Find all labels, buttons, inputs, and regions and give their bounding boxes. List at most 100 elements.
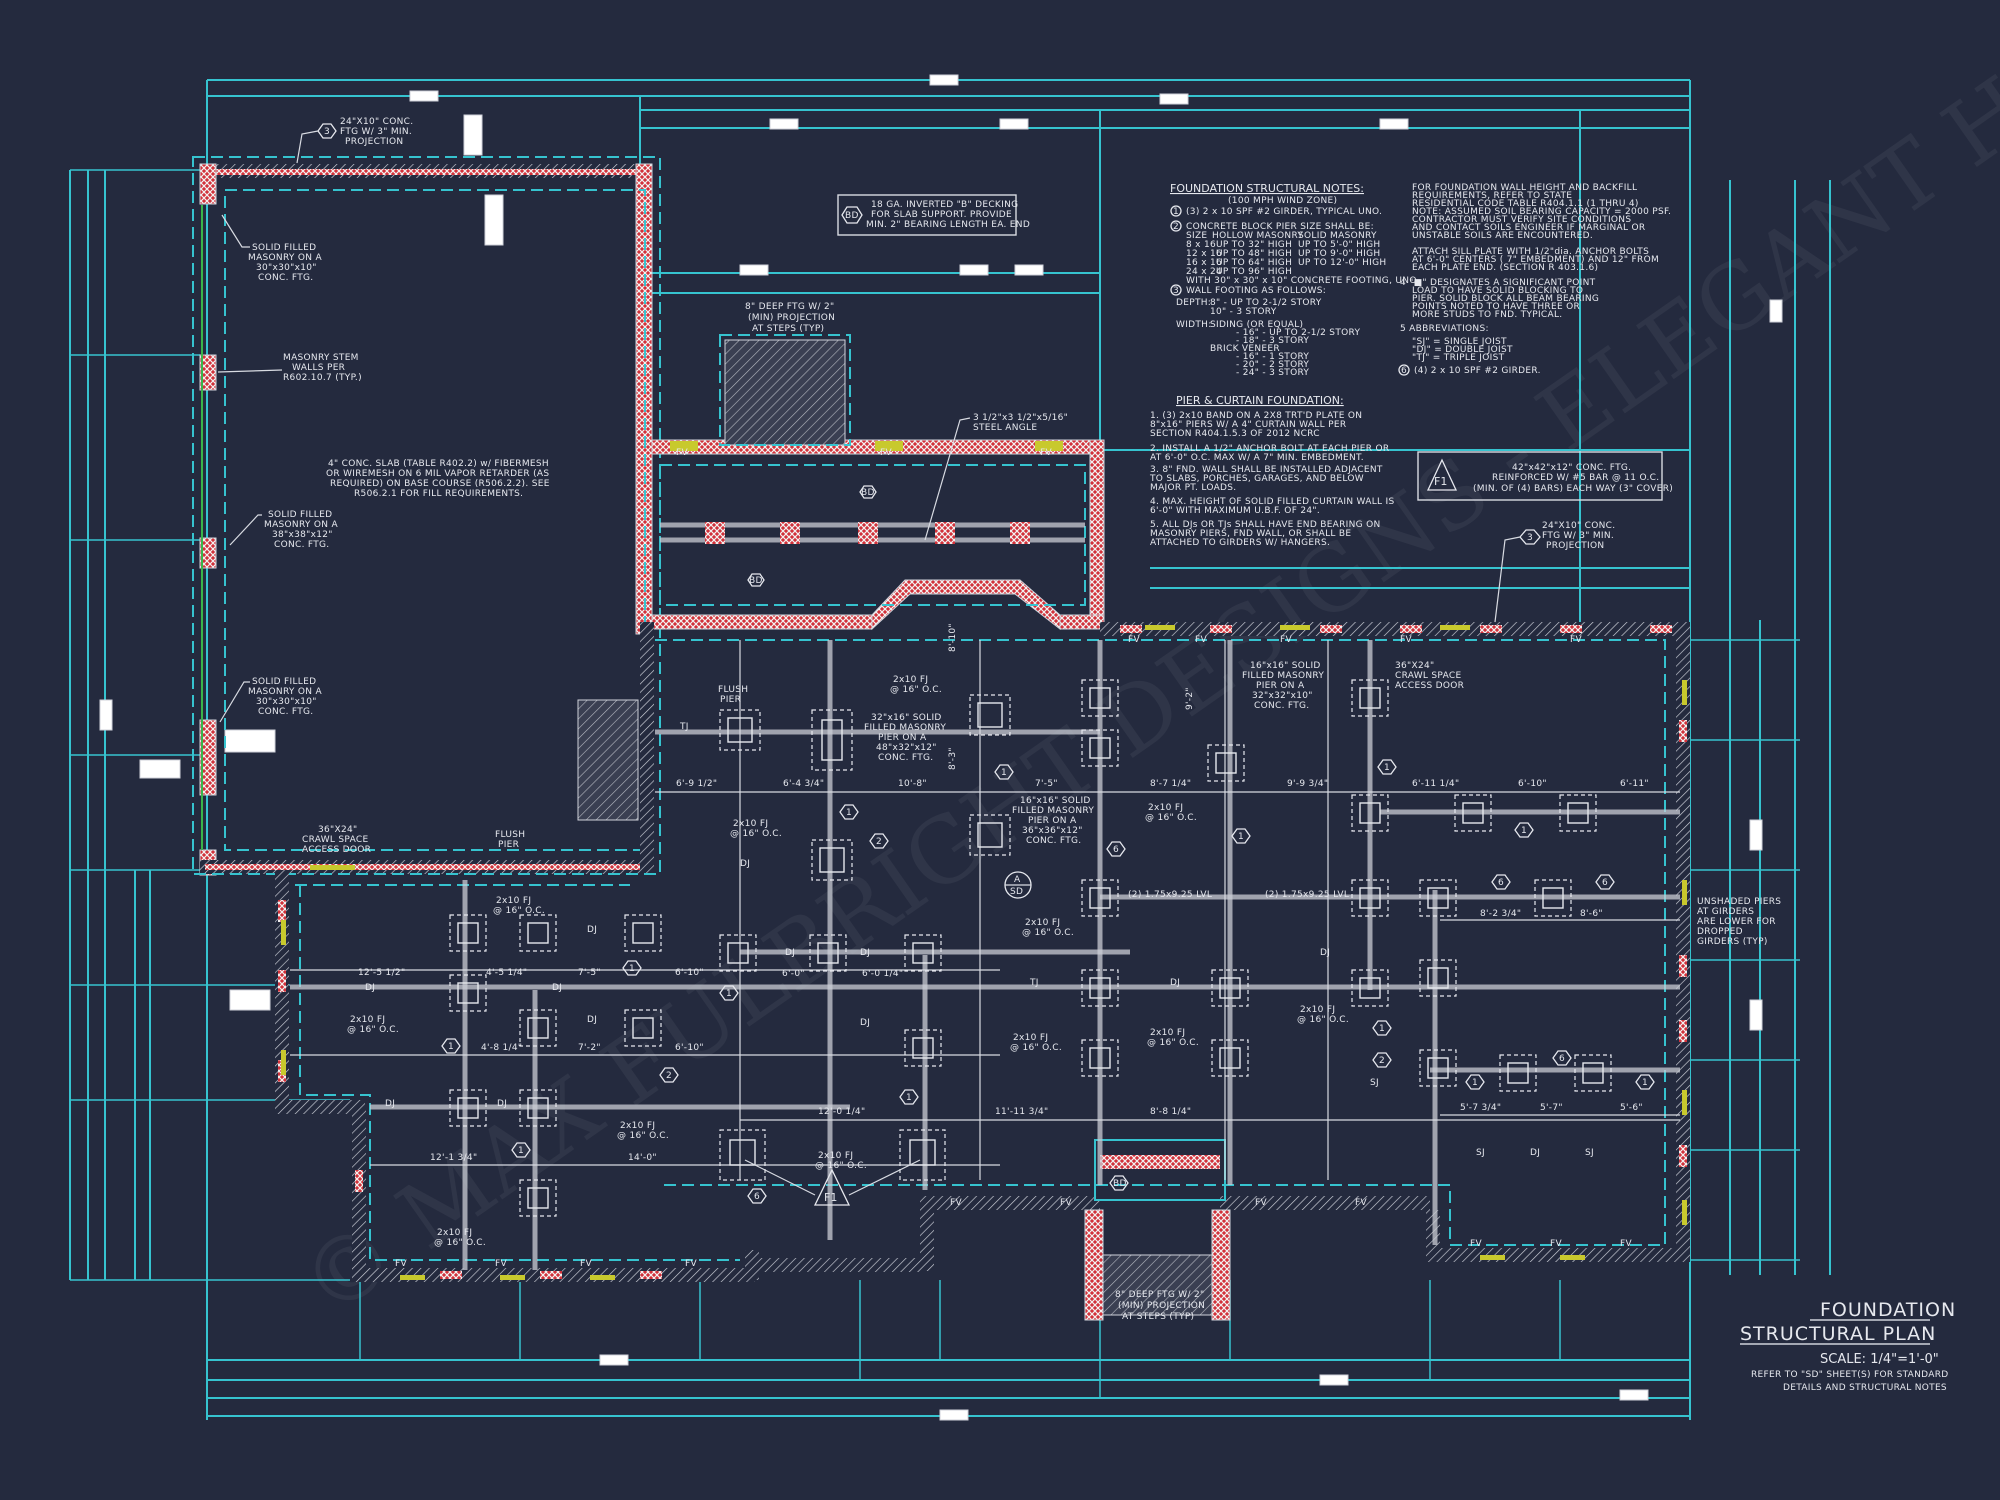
svg-text:ARE LOWER FOR: ARE LOWER FOR: [1697, 917, 1776, 927]
svg-text:5 ABBREVIATIONS:: 5 ABBREVIATIONS:: [1400, 324, 1489, 334]
svg-text:F1: F1: [824, 1191, 837, 1204]
svg-text:SOLID FILLED: SOLID FILLED: [268, 510, 332, 520]
svg-text:UP TO 12'-0" HIGH: UP TO 12'-0" HIGH: [1298, 258, 1386, 268]
svg-text:SOLID FILLED: SOLID FILLED: [252, 243, 316, 253]
svg-text:1: 1: [906, 1093, 912, 1103]
svg-text:FOR FOUNDATION WALL HEIGHT AND: FOR FOUNDATION WALL HEIGHT AND BACKFILL: [1412, 183, 1637, 193]
svg-text:(MIN) PROJECTION: (MIN) PROJECTION: [1118, 1301, 1205, 1311]
svg-text:@ 16" O.C.: @ 16" O.C.: [1147, 1038, 1199, 1048]
svg-text:@ 16" O.C.: @ 16" O.C.: [434, 1238, 486, 1248]
svg-text:SJ: SJ: [1476, 1148, 1485, 1158]
svg-text:6: 6: [754, 1192, 760, 1202]
svg-text:PIER & CURTAIN FOUNDATION:: PIER & CURTAIN FOUNDATION:: [1176, 394, 1344, 407]
svg-text:8'-8 1/4": 8'-8 1/4": [1150, 1107, 1191, 1117]
svg-text:CONC. FTG.: CONC. FTG.: [258, 707, 313, 717]
svg-text:36"X24": 36"X24": [1395, 661, 1434, 671]
svg-text:ATTACH SILL PLATE WITH 1/2"dia: ATTACH SILL PLATE WITH 1/2"dia. ANCHOR B…: [1412, 247, 1649, 257]
svg-text:6'-0 1/4": 6'-0 1/4": [862, 969, 903, 979]
svg-text:"SJ" = SINGLE JOIST: "SJ" = SINGLE JOIST: [1412, 337, 1507, 347]
svg-text:1: 1: [846, 808, 852, 818]
dimension-lines-right: [1690, 180, 1831, 1275]
svg-text:1: 1: [629, 964, 635, 974]
svg-text:FV: FV: [676, 448, 688, 458]
svg-text:@ 16" O.C.: @ 16" O.C.: [890, 685, 942, 695]
svg-text:REQUIREMENTS, REFER TO STATE: REQUIREMENTS, REFER TO STATE: [1412, 191, 1572, 201]
svg-text:4'-5 1/4": 4'-5 1/4": [486, 968, 527, 978]
svg-text:PIER ON A: PIER ON A: [1028, 816, 1077, 826]
svg-text:OR WIREMESH ON 6 MIL VAPOR RET: OR WIREMESH ON 6 MIL VAPOR RETARDER (AS: [326, 469, 549, 479]
svg-text:38"x38"x12": 38"x38"x12": [272, 530, 333, 540]
bd-decking-callout: BD 18 GA. INVERTED "B" DECKING FOR SLAB …: [837, 194, 1030, 236]
svg-text:24"X10" CONC.: 24"X10" CONC.: [1542, 521, 1615, 531]
interior-dimension-text: 6'-9 1/2" 6'-4 3/4" 10'-8" 7'-5" 8'-7 1/…: [358, 623, 1649, 1163]
svg-text:PIER: PIER: [720, 695, 741, 705]
svg-text:SJ: SJ: [1370, 1078, 1379, 1088]
svg-text:6: 6: [1401, 366, 1407, 376]
svg-text:1. (3) 2x10 BAND ON A 2X8 TRT: 1. (3) 2x10 BAND ON A 2X8 TRT'D PLATE ON: [1150, 411, 1362, 421]
svg-text:@ 16" O.C.: @ 16" O.C.: [493, 906, 545, 916]
svg-text:2: 2: [666, 1071, 672, 1081]
svg-text:CONC. FTG.: CONC. FTG.: [1254, 701, 1309, 711]
svg-text:DJ: DJ: [497, 1099, 507, 1109]
svg-text:8" DEEP FTG W/ 2": 8" DEEP FTG W/ 2": [1115, 1290, 1204, 1300]
svg-text:6'-11": 6'-11": [1620, 779, 1649, 789]
svg-text:FV: FV: [495, 1259, 507, 1269]
svg-text:6'-4 3/4": 6'-4 3/4": [783, 779, 824, 789]
svg-text:3 1/2"x3 1/2"x5/16": 3 1/2"x3 1/2"x5/16": [973, 413, 1068, 423]
svg-text:5'-7": 5'-7": [1540, 1103, 1563, 1113]
svg-text:6'-0": 6'-0": [782, 969, 805, 979]
svg-text:PIER ON A: PIER ON A: [1256, 681, 1305, 691]
svg-text:CRAWL SPACE: CRAWL SPACE: [1395, 671, 1461, 681]
svg-text:2x10 FJ: 2x10 FJ: [893, 675, 928, 685]
svg-text:1: 1: [1472, 1078, 1478, 1088]
svg-text:6'-11 1/4": 6'-11 1/4": [1412, 779, 1459, 789]
svg-text:FV: FV: [1128, 635, 1140, 645]
svg-text:2x10 FJ: 2x10 FJ: [818, 1151, 853, 1161]
svg-text:2x10 FJ: 2x10 FJ: [1150, 1028, 1185, 1038]
svg-text:6: 6: [1498, 878, 1504, 888]
porch-callouts: 8" DEEP FTG W/ 2" (MIN) PROJECTION AT ST…: [745, 302, 1068, 587]
svg-text:FV: FV: [1470, 1239, 1482, 1249]
svg-text:1: 1: [1173, 207, 1179, 217]
svg-text:DJ: DJ: [587, 925, 597, 935]
svg-text:MASONRY STEM: MASONRY STEM: [283, 353, 359, 363]
svg-text:4 "■" DESIGNATES A SIGNIFICAN: 4 "■" DESIGNATES A SIGNIFICANT POINT: [1400, 278, 1596, 288]
svg-text:R602.10.7 (TYP.): R602.10.7 (TYP.): [283, 373, 362, 383]
svg-text:FV: FV: [1280, 635, 1292, 645]
svg-text:- 18" - 3 STORY: - 18" - 3 STORY: [1236, 336, 1309, 346]
svg-text:32"x16" SOLID: 32"x16" SOLID: [871, 713, 942, 723]
svg-text:FILLED MASONRY: FILLED MASONRY: [1242, 671, 1324, 681]
svg-text:UP TO 32" HIGH: UP TO 32" HIGH: [1216, 240, 1292, 250]
svg-text:ATTACHED TO GIRDERS W/ HANGERS: ATTACHED TO GIRDERS W/ HANGERS.: [1150, 538, 1330, 548]
svg-text:7'-2": 7'-2": [578, 1043, 601, 1053]
svg-text:UP TO 5'-0" HIGH: UP TO 5'-0" HIGH: [1298, 240, 1380, 250]
svg-text:2x10 FJ: 2x10 FJ: [1025, 918, 1060, 928]
svg-text:TJ: TJ: [1029, 978, 1039, 988]
svg-text:1: 1: [518, 1146, 524, 1156]
svg-text:UP TO 48" HIGH: UP TO 48" HIGH: [1216, 249, 1292, 259]
footing3-callout-right: 3 24"X10" CONC. FTG W/ 3" MIN. PROJECTIO…: [1494, 521, 1615, 623]
svg-text:@ 16" O.C.: @ 16" O.C.: [347, 1025, 399, 1035]
svg-text:UP TO 64" HIGH: UP TO 64" HIGH: [1216, 258, 1292, 268]
svg-text:DETAILS AND STRUCTURAL NOTES: DETAILS AND STRUCTURAL NOTES: [1783, 1383, 1947, 1393]
svg-text:1: 1: [1642, 1078, 1648, 1088]
svg-text:@ 16" O.C.: @ 16" O.C.: [1010, 1043, 1062, 1053]
svg-text:3: 3: [324, 127, 330, 137]
svg-text:5'-7 3/4": 5'-7 3/4": [1460, 1103, 1501, 1113]
svg-text:FLUSH: FLUSH: [495, 830, 525, 840]
title-block: FOUNDATION STRUCTURAL PLAN SCALE: 1/4"=1…: [1740, 1299, 1955, 1393]
svg-text:WALLS PER: WALLS PER: [292, 363, 345, 373]
svg-text:10'-8": 10'-8": [898, 779, 927, 789]
joist-labels: 2x10 FJ @ 16" O.C. 2x10 FJ @ 16" O.C. 2x…: [347, 448, 1632, 1269]
svg-text:10" - 3 STORY: 10" - 3 STORY: [1210, 307, 1277, 317]
svg-text:PIER. SOLID BLOCK ALL BEAM BEA: PIER. SOLID BLOCK ALL BEAM BEARING: [1412, 294, 1599, 304]
svg-text:MORE STUDS TO FND. TYPICAL.: MORE STUDS TO FND. TYPICAL.: [1412, 310, 1562, 320]
svg-text:6: 6: [1559, 1054, 1565, 1064]
svg-text:AT GIRDERS: AT GIRDERS: [1697, 907, 1754, 917]
svg-text:1: 1: [1521, 826, 1527, 836]
svg-text:5'-6": 5'-6": [1620, 1103, 1643, 1113]
svg-text:2: 2: [876, 837, 882, 847]
svg-text:2x10 FJ: 2x10 FJ: [1148, 803, 1183, 813]
svg-text:FV: FV: [1620, 1239, 1632, 1249]
svg-text:FILLED MASONRY: FILLED MASONRY: [1012, 806, 1094, 816]
